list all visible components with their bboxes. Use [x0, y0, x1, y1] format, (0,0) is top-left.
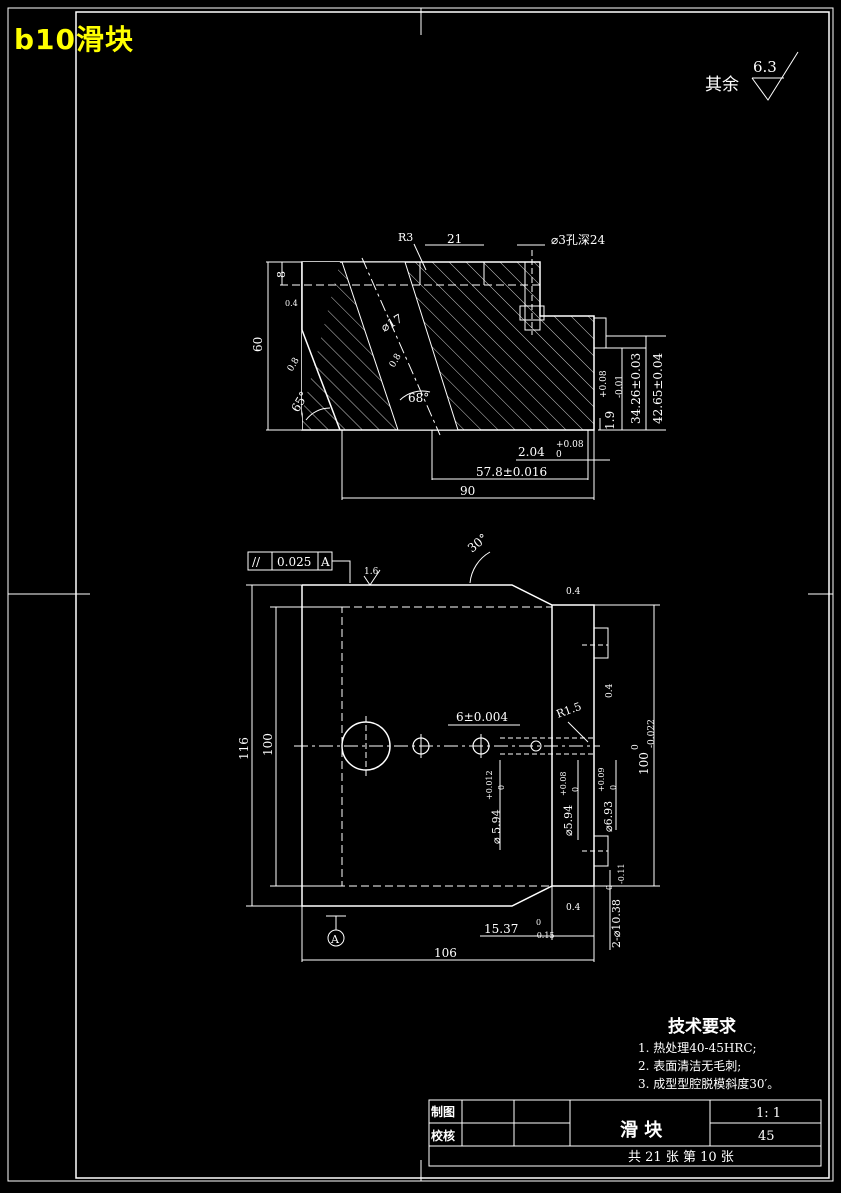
dim-116: 116 [237, 737, 251, 760]
dim-dia-5-94: ⌀ 5.94 [490, 809, 503, 844]
dim-2-dia-10-38-dn: -0.11 [617, 863, 626, 884]
dim-100-right-up: 0 [631, 744, 641, 750]
dim-2-dia-10-38-up: 0 [605, 885, 614, 890]
title-drawn-label: 制图 [431, 1104, 455, 1119]
tol-value: 0.025 [277, 555, 311, 569]
dim-21: 21 [447, 232, 462, 246]
roughness-value: 6.3 [753, 58, 777, 76]
dim-2-dia-10-38: 2-⌀10.38 [610, 899, 623, 948]
section-view: 21 R3 ⌀3孔深24 60 8 0.4 ⌀17 0.8 0.8 65° 68… [251, 231, 666, 500]
dim-r1-5: R1.5 [555, 700, 584, 721]
title-scale: 1: 1 [756, 1106, 781, 1121]
title-part-name: 滑 块 [620, 1120, 663, 1141]
roughness-label: 其余 [705, 75, 739, 95]
dim-15-37-up: 0 [536, 918, 541, 927]
dim-106: 106 [434, 946, 457, 960]
dim-57-8: 57.8±0.016 [476, 465, 547, 479]
rough-04c: 0.4 [566, 903, 581, 913]
tech-notes-title: 技术要求 [668, 1016, 736, 1037]
tech-notes: 技术要求 1. 热处理40-45HRC; 2. 表面清洁无毛刺; 3. 成型型腔… [638, 1016, 779, 1091]
dim-2-04: 2.04 [518, 445, 545, 459]
tol-ref: A [320, 555, 330, 569]
dim-dia-5-94-dn: 0 [497, 785, 506, 790]
dim-dia-6-93: ⌀6.93 [602, 801, 615, 832]
dim-34-26: 34.26±0.03 [629, 353, 643, 424]
dim-100-right-dn: -0.022 [647, 719, 657, 748]
dim-1-9: 1.9 [603, 411, 617, 430]
dim-dia-5-94b-up: +0.08 [559, 771, 568, 796]
dim-8: 8 [275, 271, 288, 278]
title-sheets: 共 21 张 第 10 张 [628, 1150, 734, 1165]
dim-2-04-tol-up: +0.08 [556, 440, 584, 450]
title-checked-label: 校核 [431, 1128, 455, 1143]
plan-view: // 0.025 A 1.6 30° 0.4 0.4 0.4 116 100 1… [237, 531, 660, 962]
dim-hole: ⌀3孔深24 [551, 233, 605, 247]
dim-2-04-tol-dn: 0 [556, 450, 562, 460]
dim-15-37-dn: -0.15 [534, 931, 555, 940]
title-block [428, 1099, 822, 1167]
dim-60: 60 [251, 337, 265, 352]
page-title: b10滑块 [14, 23, 135, 56]
datum-label: A [330, 933, 340, 946]
title-material: 45 [758, 1129, 775, 1144]
dim-dia-6-93-up: +0.09 [597, 767, 606, 792]
dim-90: 90 [460, 484, 475, 498]
dim-dia-5-94b: ⌀5.94 [562, 805, 575, 836]
sheet-frame [7, 7, 834, 1182]
dim-15-37: 15.37 [484, 922, 518, 936]
dim-r3: R3 [398, 231, 413, 244]
tol-parallel-symbol: // [252, 555, 261, 569]
rough-04b: 0.4 [605, 683, 615, 698]
rough-04a: 0.4 [566, 587, 581, 597]
roughness-symbol: 其余 6.3 [705, 51, 799, 101]
tech-note-2: 2. 表面清洁无毛刺; [638, 1059, 741, 1073]
rough-08a: 0.8 [286, 356, 302, 374]
angle-30: 30° [465, 531, 490, 555]
dim-1-9-tol-up: +0.08 [599, 370, 609, 398]
dim-6: 6±0.004 [456, 710, 508, 724]
rough-04: 0.4 [285, 299, 298, 308]
tech-note-3: 3. 成型型腔脱模斜度30′。 [638, 1076, 779, 1091]
dim-dia-6-93-dn: 0 [609, 785, 618, 790]
dim-dia-5-94-up: +0.012 [485, 770, 494, 800]
rough-1-6: 1.6 [364, 567, 379, 577]
dim-1-9-tol-dn: -0.01 [615, 375, 625, 398]
dim-100-right: 100 [637, 752, 651, 775]
dim-42-65: 42.65±0.04 [651, 353, 665, 424]
angle-68: 68° [408, 391, 429, 405]
dim-dia-5-94b-dn: 0 [571, 787, 580, 792]
tech-note-1: 1. 热处理40-45HRC; [638, 1041, 757, 1055]
dim-100: 100 [261, 733, 275, 756]
